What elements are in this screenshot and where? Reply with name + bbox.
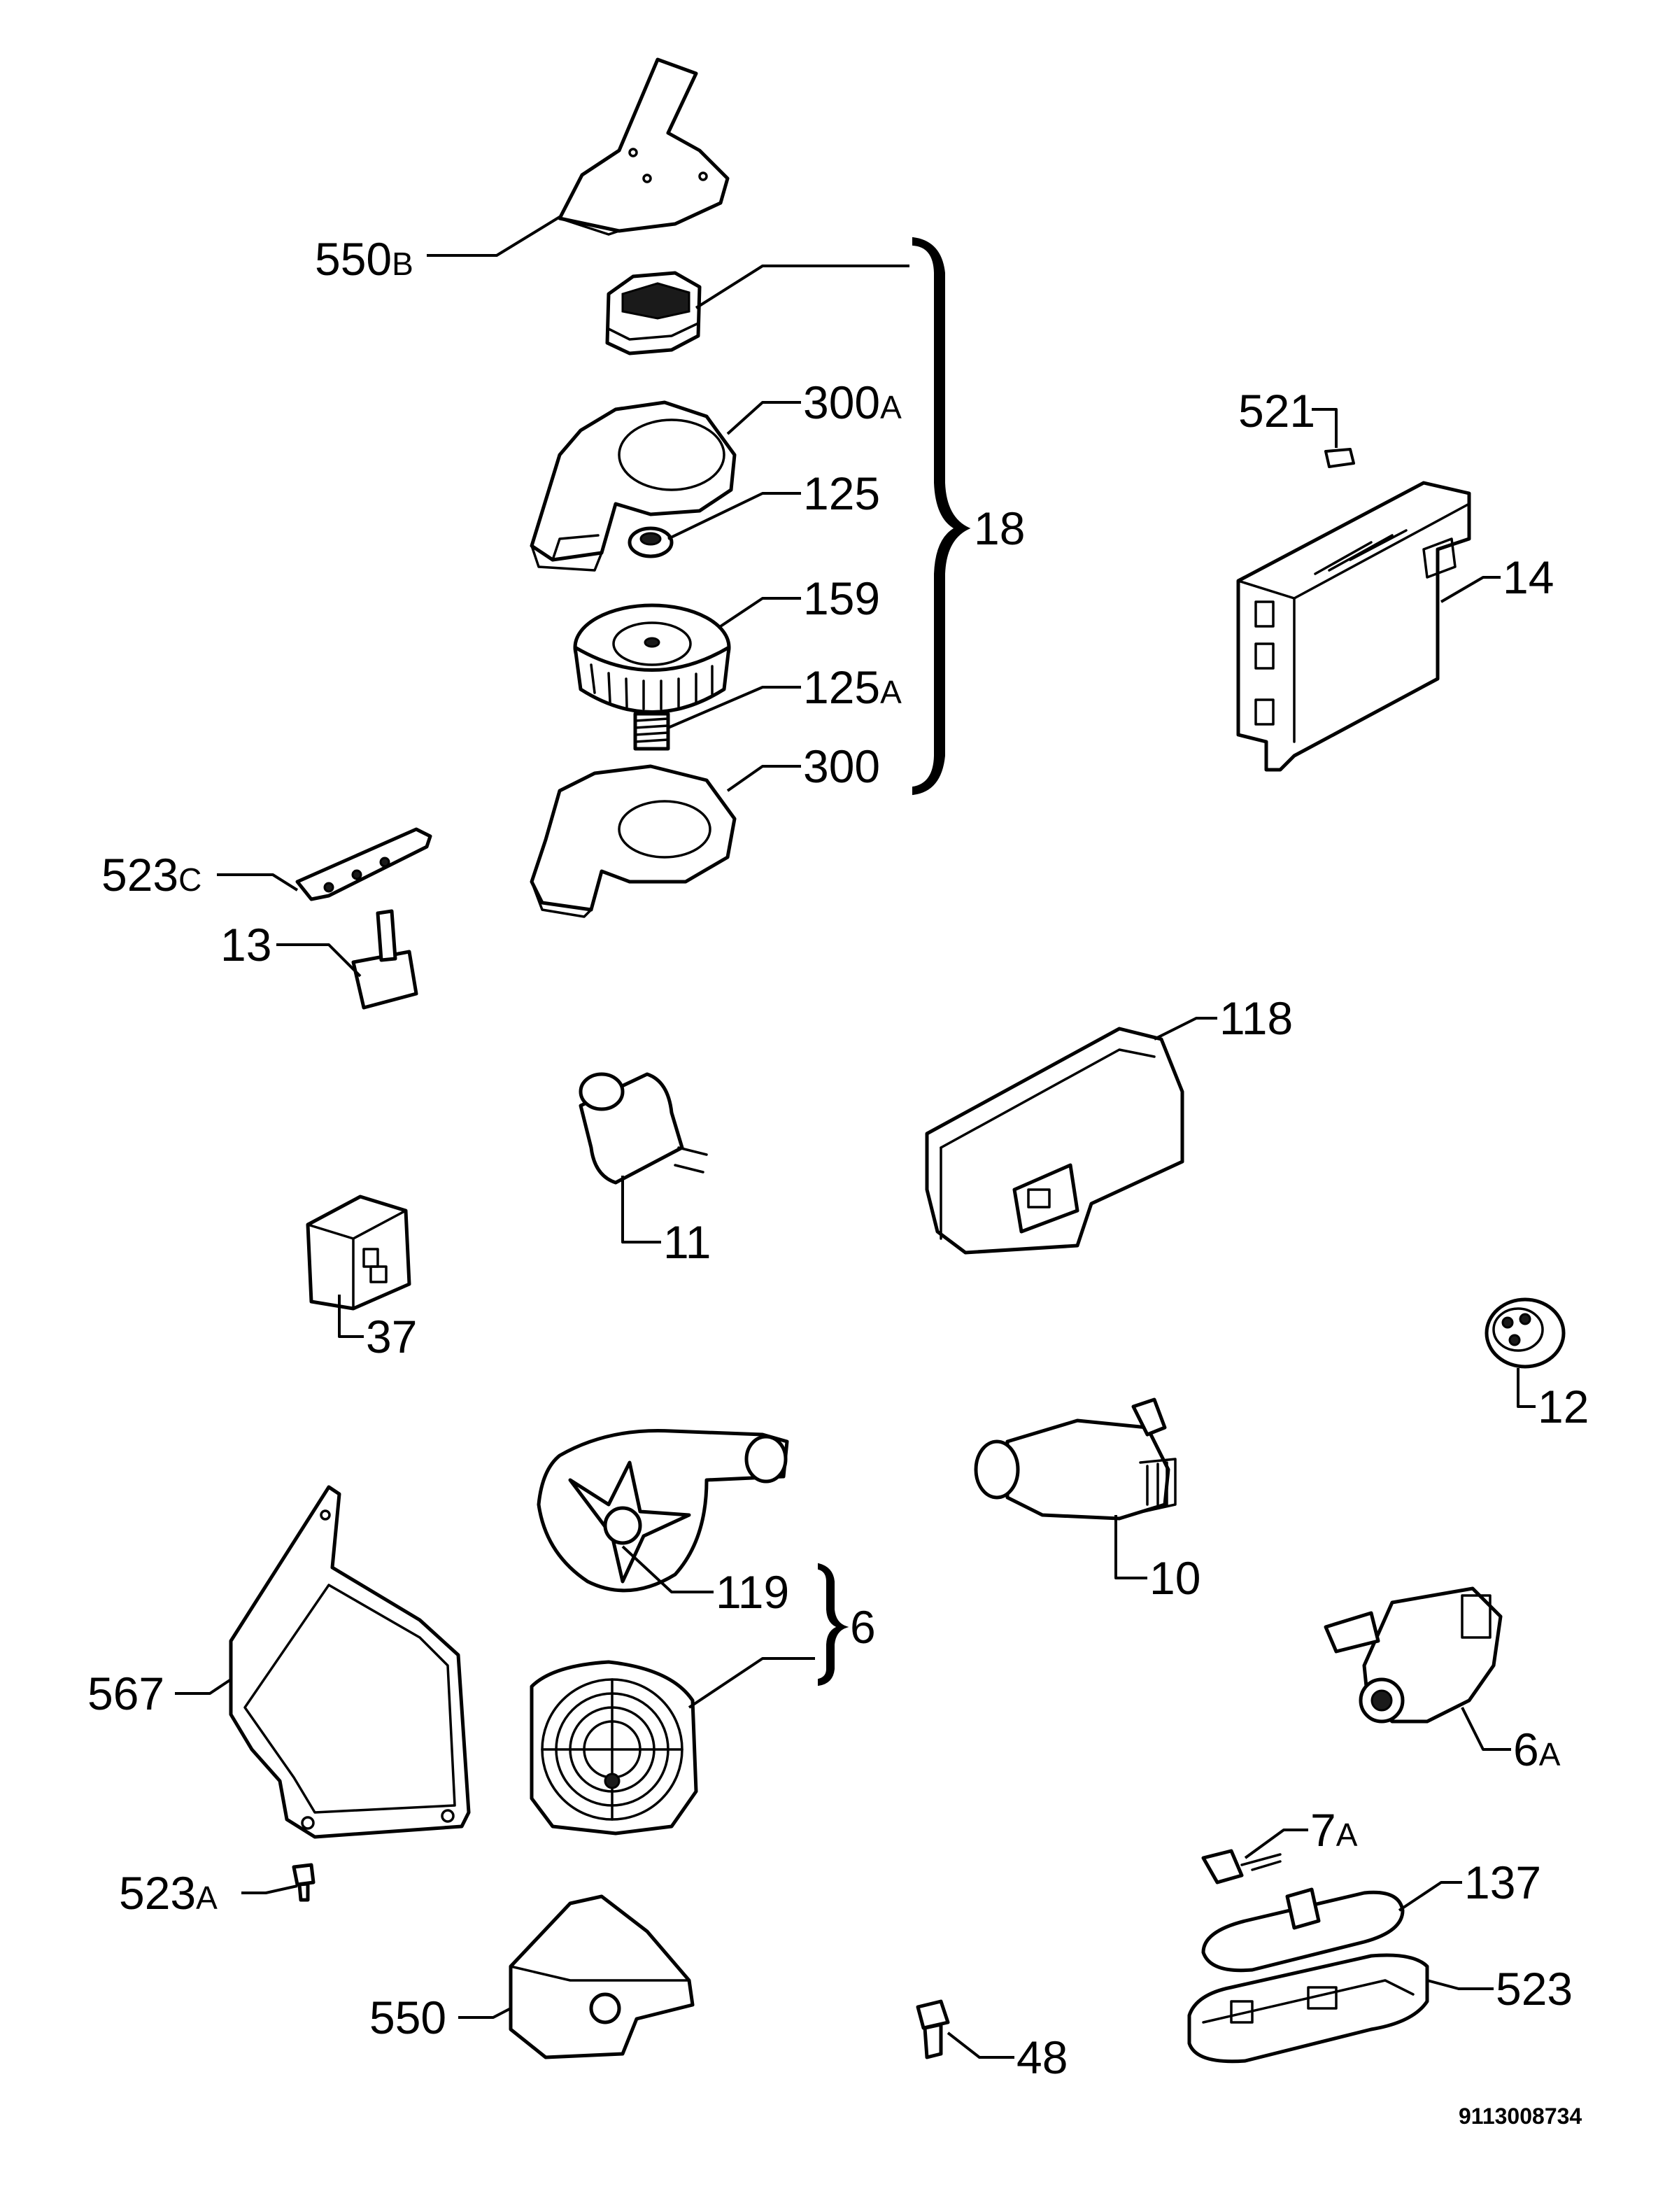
label-10: 10 — [1149, 1552, 1200, 1604]
part-10-valve[interactable] — [974, 1397, 1177, 1521]
part-125a-spring[interactable] — [633, 712, 670, 751]
part-12-knob[interactable] — [1485, 1297, 1566, 1369]
leader-lines — [175, 216, 1536, 2059]
bracket-6 — [818, 1563, 849, 1686]
label-125a: 125A — [803, 661, 902, 713]
label-6a: 6A — [1513, 1724, 1561, 1775]
part-fan-motor[interactable] — [605, 271, 702, 355]
part-159-fan-wheel[interactable] — [573, 603, 731, 714]
part-119-pump-housing[interactable] — [537, 1428, 789, 1593]
label-550: 550 — [369, 1992, 446, 2043]
part-300a-housing[interactable] — [530, 400, 737, 572]
label-12: 12 — [1538, 1381, 1589, 1432]
reference-number: 9113008734 — [1459, 2104, 1582, 2129]
part-labels: 550B 300A 125 18 159 125A 300 521 14 523… — [87, 233, 1589, 2129]
part-521-chip[interactable] — [1324, 448, 1355, 468]
part-37-relay[interactable] — [306, 1195, 411, 1311]
label-119: 119 — [716, 1566, 789, 1618]
part-7a-sensor[interactable] — [1201, 1849, 1282, 1885]
label-159: 159 — [803, 572, 880, 624]
label-567: 567 — [87, 1668, 164, 1719]
label-13: 13 — [220, 919, 271, 971]
part-550b-cover[interactable] — [558, 57, 730, 236]
label-11: 11 — [663, 1216, 711, 1268]
part-125-bearing[interactable] — [628, 526, 674, 558]
label-37: 37 — [366, 1311, 417, 1362]
label-118: 118 — [1219, 992, 1293, 1044]
part-550-cover[interactable] — [509, 1894, 695, 2059]
label-48: 48 — [1016, 2031, 1068, 2083]
label-14: 14 — [1503, 551, 1554, 603]
label-523a: 523A — [119, 1867, 218, 1919]
part-13-switch[interactable] — [351, 909, 418, 1010]
part-137-float-cover[interactable] — [1201, 1887, 1405, 1973]
part-14-control-module[interactable] — [1236, 481, 1471, 772]
part-300-housing[interactable] — [530, 764, 737, 918]
part-11-capacitor[interactable] — [579, 1072, 708, 1185]
part-118-dispenser[interactable] — [925, 1027, 1184, 1255]
label-300: 300 — [803, 740, 880, 792]
part-48-plug[interactable] — [916, 1999, 950, 2059]
part-567-duct-panel[interactable] — [229, 1485, 471, 1839]
label-300a: 300A — [803, 376, 902, 428]
label-521: 521 — [1238, 385, 1315, 437]
label-523: 523 — [1496, 1963, 1573, 2015]
part-523a-screw[interactable] — [292, 1863, 316, 1902]
part-523c-strip[interactable] — [295, 827, 432, 901]
label-125: 125 — [803, 467, 880, 519]
label-550b: 550B — [315, 233, 413, 285]
bracket-18 — [912, 237, 971, 796]
part-523-float-chamber[interactable] — [1187, 1953, 1429, 2064]
label-6: 6 — [850, 1601, 876, 1653]
part-6a-drain-pump[interactable] — [1324, 1586, 1503, 1724]
label-7a: 7A — [1310, 1804, 1358, 1856]
label-18: 18 — [974, 502, 1025, 554]
label-523c: 523C — [101, 849, 201, 901]
label-137: 137 — [1464, 1857, 1541, 1908]
part-6-pump-motor[interactable] — [530, 1660, 698, 1836]
